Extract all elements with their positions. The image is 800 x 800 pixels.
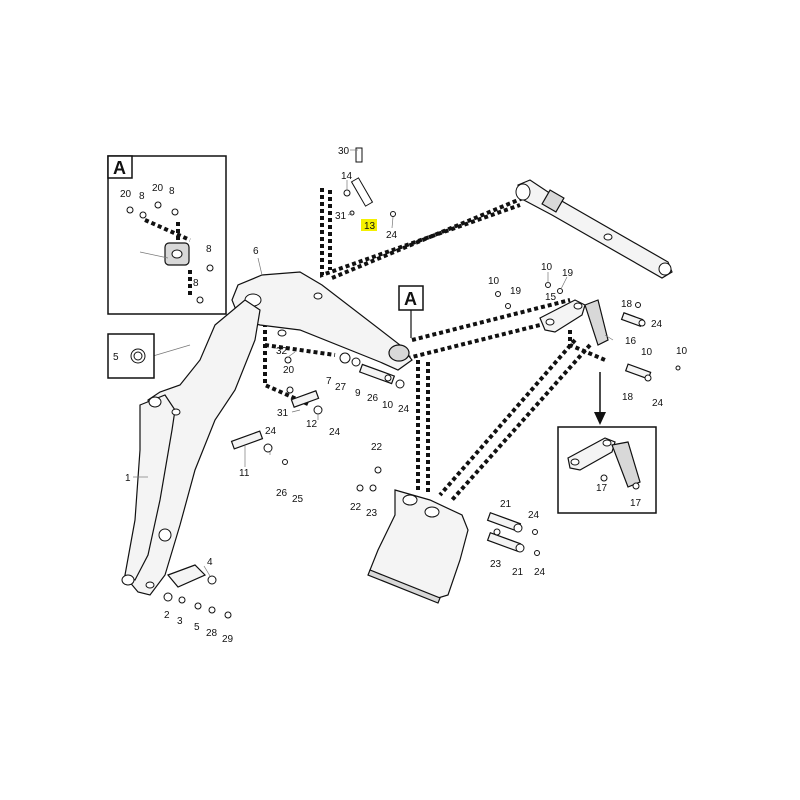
label-2: 2 (164, 610, 170, 621)
label-24-b: 24 (398, 404, 410, 415)
label-20-inset-b: 20 (152, 183, 164, 194)
label-29: 29 (222, 634, 234, 645)
callout-A-box: A (398, 285, 424, 338)
label-18-b: 18 (622, 392, 634, 403)
label-30: 30 (338, 146, 350, 157)
pins-and-fasteners (163, 147, 681, 619)
label-25: 25 (292, 494, 304, 505)
label-1: 1 (125, 473, 131, 484)
inset-A-panel: A (107, 155, 227, 315)
label-11: 11 (239, 468, 250, 479)
label-8-inset-b: 8 (169, 186, 175, 197)
label-17-a: 17 (596, 483, 608, 494)
label-9: 9 (355, 388, 361, 399)
dipper-arm (121, 299, 261, 596)
label-22-b: 22 (350, 502, 362, 513)
label-31-top: 31 (335, 211, 347, 222)
link-assembly (539, 299, 609, 346)
label-8-inset-d: 8 (193, 278, 199, 289)
label-26-b: 26 (276, 488, 288, 499)
label-24-c: 24 (265, 426, 277, 437)
label-10-a: 10 (382, 400, 394, 411)
label-23-a: 23 (366, 508, 378, 519)
label-28: 28 (206, 628, 218, 639)
label-10-e: 10 (676, 346, 688, 357)
inset-washer-panel (107, 333, 155, 379)
label-4: 4 (207, 557, 213, 568)
label-24-top: 24 (386, 230, 398, 241)
label-24-d: 24 (651, 319, 663, 330)
label-21-b: 21 (512, 567, 524, 578)
label-24-g: 24 (534, 567, 546, 578)
part-numbers: 30 14 31 13 24 6 32 20 31 12 24 7 27 9 2… (113, 146, 688, 645)
label-13: 13 (364, 221, 376, 232)
boom (231, 271, 413, 371)
label-18-a: 18 (621, 299, 633, 310)
label-22-a: 22 (371, 442, 383, 453)
label-14: 14 (341, 171, 353, 182)
connector-cylinder-to-link (331, 193, 531, 280)
label-5-main: 5 (194, 622, 200, 633)
label-21-a: 21 (500, 499, 512, 510)
label-19-b: 19 (510, 286, 522, 297)
inset-pointer (594, 372, 606, 425)
label-17-b: 17 (630, 498, 642, 509)
label-24-e: 24 (652, 398, 664, 409)
label-3: 3 (177, 616, 183, 627)
highlight-13 (361, 219, 377, 231)
label-15: 15 (545, 292, 557, 303)
label-7: 7 (326, 376, 332, 387)
connector-link-to-bucket (438, 338, 577, 497)
label-12: 12 (306, 419, 318, 430)
label-6: 6 (253, 246, 259, 257)
label-8-inset-a: 8 (139, 191, 145, 202)
label-10-b: 10 (541, 262, 553, 273)
label-32: 32 (276, 346, 288, 357)
label-23-b: 23 (490, 559, 502, 570)
label-10-c: 10 (488, 276, 500, 287)
label-27: 27 (335, 382, 347, 393)
callout-A-letter: A (404, 289, 417, 309)
label-24-a: 24 (329, 427, 341, 438)
inset-links-panel (557, 426, 657, 514)
label-16: 16 (625, 336, 637, 347)
label-20-main: 20 (283, 365, 295, 376)
inset-A-letter: A (113, 158, 126, 178)
bucket-cylinder (515, 179, 673, 279)
connector-boom-to-cylinder (320, 188, 521, 278)
connector-links-inset (568, 330, 606, 362)
label-8-inset-c: 8 (206, 244, 212, 255)
label-20-inset-a: 20 (120, 189, 132, 200)
label-31-main: 31 (277, 408, 289, 419)
label-26-a: 26 (367, 393, 379, 404)
bucket (367, 489, 469, 604)
label-19-a: 19 (562, 268, 574, 279)
label-10-d: 10 (641, 347, 653, 358)
label-24-f: 24 (528, 510, 540, 521)
label-5-inset: 5 (113, 352, 119, 363)
